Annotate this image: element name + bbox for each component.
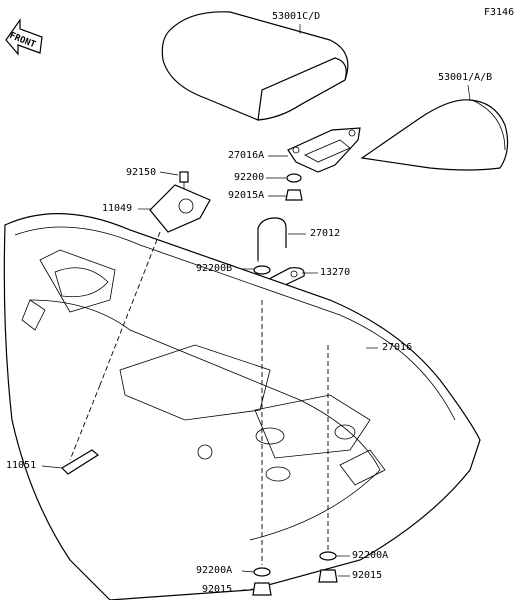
plate-label: 13270 <box>320 267 351 278</box>
leader-lines <box>41 24 471 591</box>
nut-top-shape <box>285 189 303 201</box>
nut-right-shape <box>318 569 338 583</box>
u-bolt-label: 27012 <box>310 228 341 239</box>
seat-front-label: 53001/A/B <box>438 72 493 83</box>
rear-seat-shape <box>161 11 349 121</box>
assembly-dashed-lines <box>69 231 329 565</box>
bracket-shape <box>149 184 211 233</box>
washer-b-shape <box>253 265 271 275</box>
washer-top-shape <box>286 173 302 183</box>
nut-left-label: 92015 <box>202 584 233 595</box>
u-bolt-shape <box>257 217 287 262</box>
washer-a-right-label: 92200A <box>352 550 389 561</box>
washer-top-label: 92200 <box>234 172 265 183</box>
figure-code: F3146 <box>484 7 515 18</box>
seat-rear-label: 53001C/D <box>272 11 321 22</box>
bracket-label: 11049 <box>102 203 133 214</box>
front-arrow-icon <box>5 18 43 56</box>
seat-latch-shape <box>287 127 361 173</box>
hull-body-shape <box>3 213 481 600</box>
strap-label: 11051 <box>6 460 37 471</box>
washer-b-label: 92200B <box>196 263 233 274</box>
front-seat-shape <box>360 99 509 171</box>
nut-top-label: 92015A <box>228 190 265 201</box>
washer-a-right-shape <box>319 551 337 561</box>
nut-left-shape <box>252 582 272 596</box>
hook-label: 27016 <box>382 342 413 353</box>
latch-label: 27016A <box>228 150 265 161</box>
strap-shape <box>61 449 100 475</box>
bolt-label: 92150 <box>126 167 157 178</box>
nut-right-label: 92015 <box>352 570 383 581</box>
washer-a-left-shape <box>253 567 271 577</box>
washer-a-left-label: 92200A <box>196 565 233 576</box>
